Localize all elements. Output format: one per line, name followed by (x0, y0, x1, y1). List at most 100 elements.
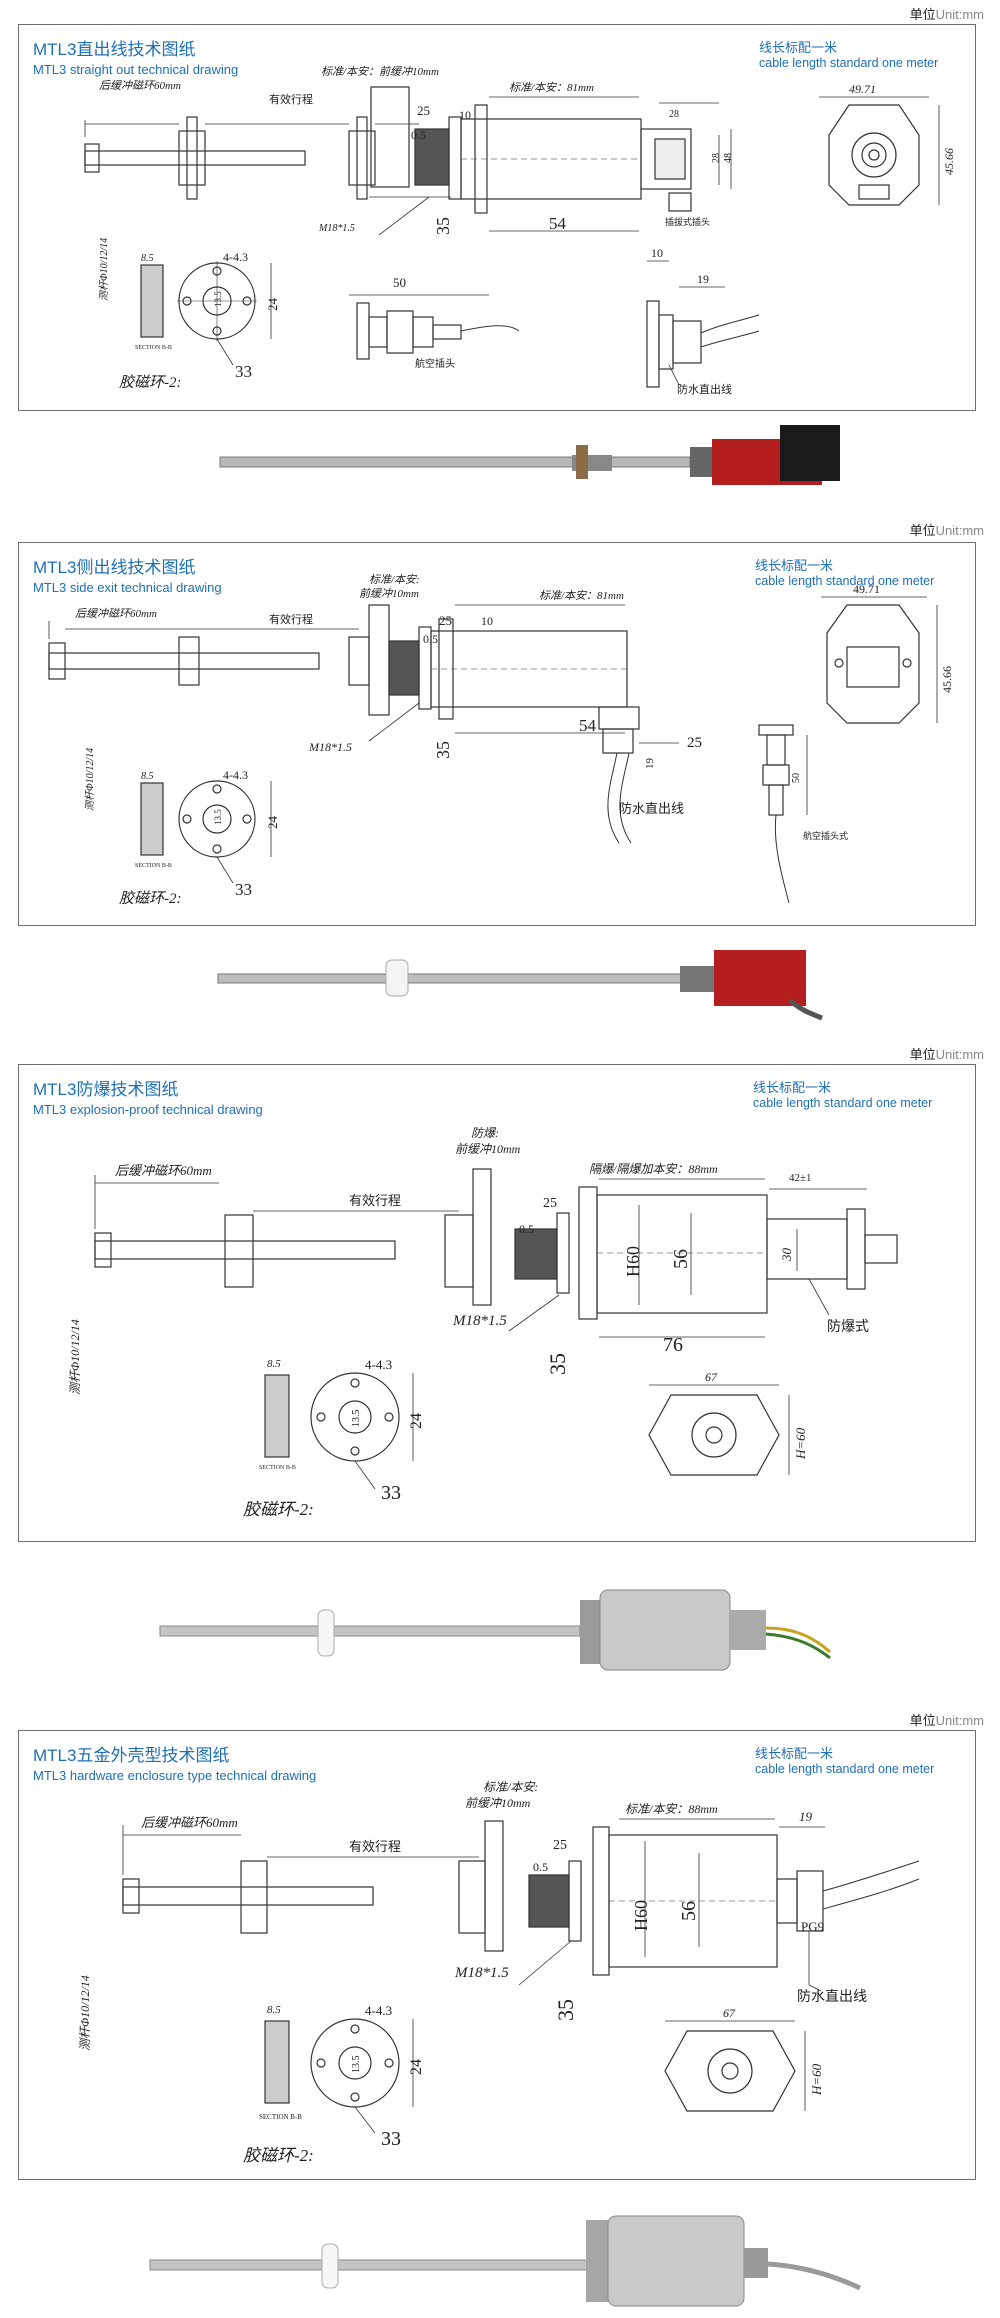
section-label: SECTION B-B (135, 345, 172, 351)
ring-pcd: 33 (235, 880, 252, 899)
hex-width: 67 (705, 1370, 718, 1384)
front-magnet-ring (348, 130, 376, 186)
unit-label-3: 单位Unit:mm (909, 1047, 984, 1062)
dim-05: 0.5 (533, 1860, 548, 1874)
rear-magnet-ring (178, 130, 206, 186)
unit-label-1: 单位Unit:mm (909, 7, 984, 22)
front-buffer-1: 标准/本安: (369, 573, 420, 586)
dim-28-v: 28 (711, 153, 722, 163)
waterproof-label: 防水直出线 (677, 382, 732, 396)
flange-width: 49.71 (853, 582, 880, 596)
dim-35: 35 (433, 741, 453, 759)
section-label: SECTION B-B (259, 1465, 296, 1471)
ring-holes: 4-4.3 (365, 2003, 392, 2018)
dim-56: 56 (670, 1249, 692, 1269)
thread (414, 128, 450, 186)
ring-inner: 13.5 (351, 1410, 362, 1428)
wp-len-1: 10 (651, 246, 663, 260)
section-label: SECTION B-B (259, 2113, 302, 2121)
explosion-proof-labels: 后缓冲磁环60mm 有效行程 防爆: 前缓冲10mm 隔爆/隔爆加本安：88mm… (68, 1126, 869, 1519)
stroke-label: 有效行程 (269, 612, 313, 626)
rear-buffer-label: 后缓冲磁环60mm (99, 79, 181, 92)
ring-dia: 24 (408, 2059, 425, 2075)
dim-h60: H60 (623, 1246, 643, 1277)
ex-label: 防爆式 (827, 1319, 869, 1335)
ring-pcd: 33 (381, 2128, 401, 2150)
dim-19: 19 (644, 758, 656, 770)
flange-view (828, 104, 920, 206)
waterproof-label: 防水直出线 (797, 1988, 867, 2005)
body-length-label: 标准/本安：81mm (539, 589, 624, 602)
stroke-label: 有效行程 (349, 1839, 401, 1854)
straight-out-labels: 后缓冲磁环60mm 有效行程 标准/本安：前缓冲10mm 标准/本安：81mm … (98, 65, 956, 396)
dim-10: 10 (481, 614, 493, 628)
cable-note: 线长标配一米 cable length standard one meter (755, 558, 935, 588)
ring-inner: 13.5 (213, 291, 223, 307)
flange-width: 49.71 (849, 82, 876, 96)
ring-label: 胶磁环-2: (119, 890, 182, 907)
ring-dia: 24 (408, 1413, 425, 1429)
product-photo-straight-out (219, 425, 840, 485)
hardware-enclosure-drawing (122, 1818, 920, 2134)
waterproof-label: 防水直出线 (619, 801, 684, 816)
ring-section (264, 2020, 290, 2104)
dim-10: 10 (459, 108, 471, 122)
panel-side-exit: MTL3侧出线技术图纸 MTL3 side exit technical dra… (18, 542, 976, 926)
hex-height: H=60 (809, 2063, 824, 2096)
front-buffer-1: 防爆: (471, 1126, 499, 1140)
ring-width: 8.5 (141, 253, 154, 264)
panel-title: MTL3防爆技术图纸 MTL3 explosion-proof technica… (33, 1080, 263, 1117)
dim-h60: H60 (631, 1900, 651, 1931)
side-exit-drawing (48, 596, 938, 904)
ring-holes: 4-4.3 (365, 1357, 392, 1372)
thread-label: M18*1.5 (454, 1965, 509, 1981)
product-photo-explosion-proof (159, 1589, 832, 1671)
rear-buffer-label: 后缓冲磁环60mm (141, 1815, 238, 1830)
pg-label: PG9 (801, 1919, 824, 1934)
body-length-label: 标准/本安：88mm (625, 1802, 718, 1816)
rod-label: 测杆Φ10/12/14 (68, 1319, 82, 1395)
side-exit-labels: 后缓冲磁环60mm 有效行程 标准/本安: 前缓冲10mm 标准/本安：81mm… (75, 573, 954, 907)
cap-length: 42±1 (789, 1172, 812, 1184)
ring-section (264, 1374, 290, 1458)
product-photo-side-exit (217, 950, 823, 1021)
dim-25: 25 (439, 613, 452, 628)
wp-len-2: 19 (697, 272, 709, 286)
cable-note: 线长标配一米 cable length standard one meter (759, 40, 939, 70)
front-buffer-2: 前缓冲10mm (359, 587, 419, 600)
dim-35: 35 (553, 1999, 578, 2021)
unit-label-2: 单位Unit:mm (909, 523, 984, 538)
dim-48: 48 (723, 153, 734, 163)
rod-label: 测杆Φ10/12/14 (98, 238, 110, 301)
flange-height: 45.66 (940, 666, 954, 693)
ring-dia: 24 (265, 816, 280, 830)
body-length-label: 隔爆/隔爆加本安：88mm (589, 1162, 718, 1176)
hardware-enclosure-labels: 后缓冲磁环60mm 有效行程 标准/本安: 前缓冲10mm 标准/本安：88mm… (78, 1780, 867, 2165)
dim-54: 54 (579, 716, 597, 735)
stroke-label: 有效行程 (349, 1193, 401, 1208)
front-buffer-label: 标准/本安：前缓冲10mm (321, 65, 439, 78)
panel-explosion-proof: MTL3防爆技术图纸 MTL3 explosion-proof technica… (18, 1064, 976, 1542)
hex-view (664, 2030, 796, 2112)
dim-76: 76 (663, 1334, 683, 1356)
rear-buffer-label: 后缓冲磁环60mm (115, 1163, 212, 1178)
dim-19: 19 (799, 1809, 813, 1824)
panel-straight-out: MTL3直出线技术图纸 MTL3 straight out technical … (18, 24, 976, 411)
ring-section (140, 264, 164, 338)
explosion-proof-drawing (94, 1168, 898, 1490)
ring-inner: 13.5 (351, 2056, 362, 2074)
front-buffer-1: 标准/本安: (483, 1780, 538, 1794)
straight-out-drawing (84, 86, 940, 388)
stroke-label: 有效行程 (269, 92, 313, 106)
cable-note: 线长标配一米 cable length standard one meter (753, 1080, 933, 1110)
dim-35: 35 (545, 1353, 570, 1375)
flange-height: 45.66 (942, 148, 956, 175)
dim-35: 35 (433, 217, 453, 235)
ring-holes: 4-4.3 (223, 250, 248, 264)
dim-25: 25 (553, 1838, 567, 1853)
dim-25b: 25 (687, 735, 702, 751)
ring-inner: 13.5 (213, 809, 223, 825)
ring-pcd: 33 (381, 1482, 401, 1504)
ring-pcd: 33 (235, 362, 252, 381)
ring-label: 胶磁环-2: (243, 2146, 314, 2165)
